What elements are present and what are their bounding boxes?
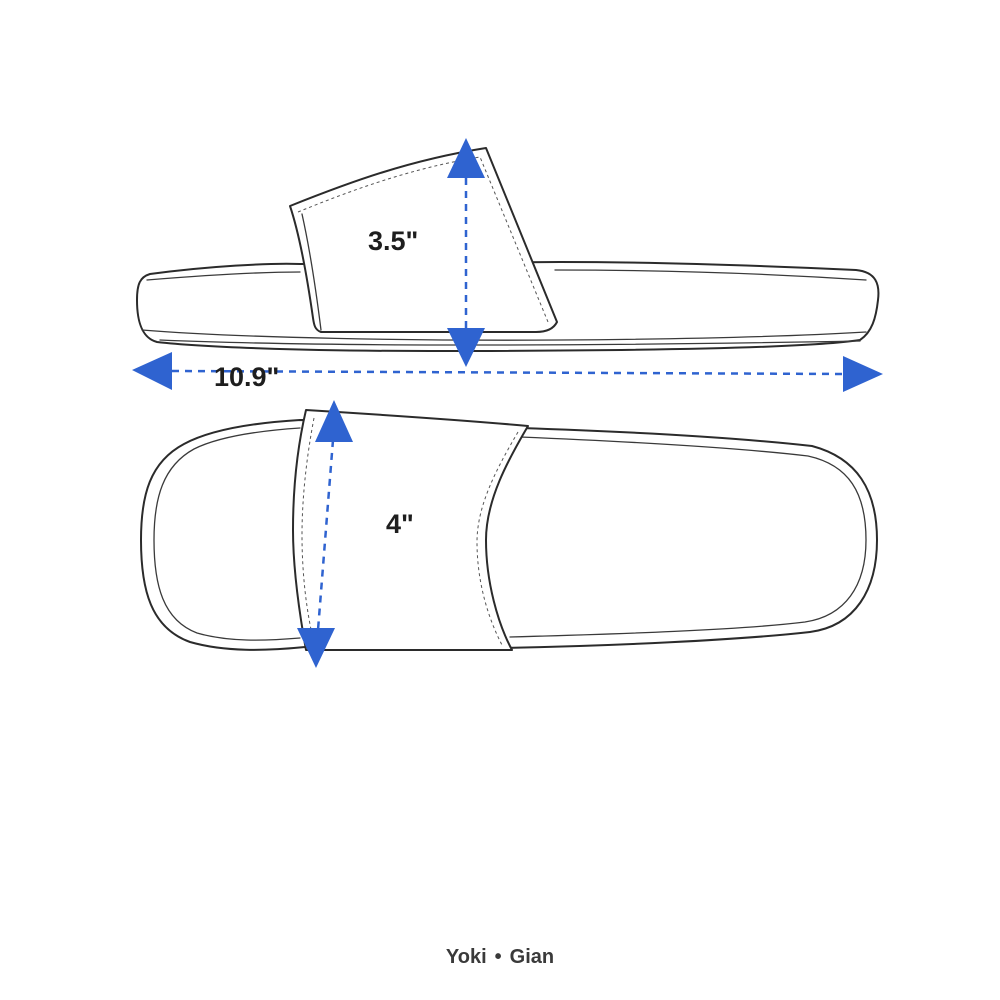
height-arrow-top: [447, 138, 485, 178]
dimension-annotations: 3.5" 10.9" 4": [132, 138, 883, 668]
top-view-footbed-line: [153, 427, 867, 641]
top-view-strap-stitch-right: [476, 431, 519, 646]
length-dimension-line: [171, 369, 844, 376]
side-view-sole-line: [141, 329, 867, 341]
side-view-sole-bottom-line: [159, 339, 861, 346]
length-label: 10.9": [214, 362, 279, 392]
side-view-footbed-line: [146, 269, 867, 281]
top-view-strap-stitch-left: [301, 417, 315, 644]
width-label: 4": [386, 509, 414, 539]
footer-brand: Yoki: [445, 946, 487, 968]
width-arrow-bottom: [297, 628, 335, 668]
side-view-strap-stitch: [297, 156, 549, 323]
footer-separator: •: [494, 946, 502, 968]
width-arrow-top: [315, 400, 353, 442]
width-dimension-line: [316, 439, 335, 631]
footer-credit: Yoki • Gian: [0, 946, 1000, 969]
side-view-strap-edge: [301, 213, 322, 331]
length-arrow-left: [132, 352, 172, 390]
side-view: [136, 147, 880, 352]
height-label: 3.5": [368, 226, 418, 256]
side-view-strap: [289, 147, 558, 333]
length-arrow-right: [843, 356, 883, 392]
footer-name: Gian: [509, 946, 555, 968]
top-view-strap: [292, 409, 529, 651]
height-arrow-bottom: [447, 328, 485, 367]
top-view: [140, 409, 878, 651]
